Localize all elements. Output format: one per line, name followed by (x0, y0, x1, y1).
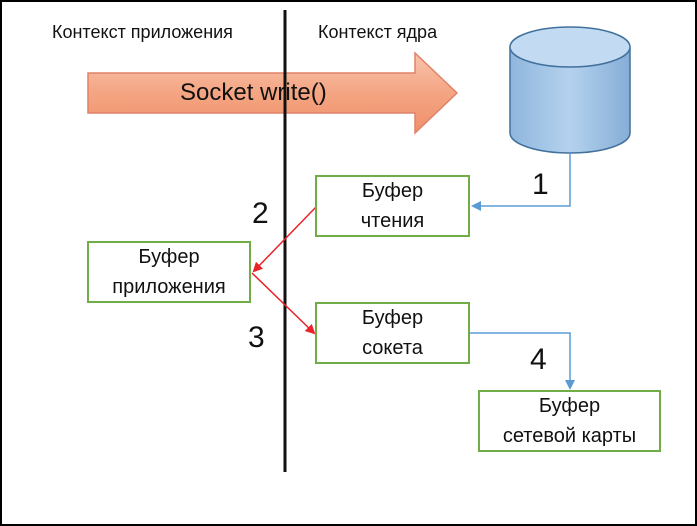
step-2-arrow (252, 206, 317, 273)
socket-buffer-line-2: сокета (362, 337, 423, 359)
app-buffer-box: Буфер приложения (87, 241, 251, 303)
step-4-arrow (469, 332, 575, 390)
socket-write-label: Socket write() (180, 79, 327, 106)
app-buffer-line-2: приложения (112, 276, 226, 298)
read-buffer-line-1: Буфер (361, 180, 424, 202)
nic-buffer-line-2: сетевой карты (502, 425, 637, 447)
step-1-number: 1 (532, 168, 549, 201)
step-2-number: 2 (252, 197, 269, 230)
step-3-arrow (251, 272, 316, 335)
step-4-number: 4 (530, 343, 547, 376)
database-icon (509, 26, 631, 154)
app-context-label: Контекст приложения (52, 22, 233, 42)
kernel-context-label: Контекст ядра (318, 22, 438, 42)
nic-buffer-line-1: Буфер (538, 395, 601, 417)
socket-buffer-line-1: Буфер (361, 307, 424, 329)
step-1-arrow (471, 153, 571, 211)
step-3-number: 3 (248, 321, 265, 354)
read-buffer-box: Буфер чтения (315, 175, 470, 237)
app-buffer-line-1: Буфер (138, 246, 200, 268)
nic-buffer-box: Буфер сетевой карты (478, 390, 661, 452)
socket-write-arrow (87, 51, 459, 135)
read-buffer-line-2: чтения (360, 210, 425, 232)
socket-buffer-box: Буфер сокета (315, 302, 470, 364)
